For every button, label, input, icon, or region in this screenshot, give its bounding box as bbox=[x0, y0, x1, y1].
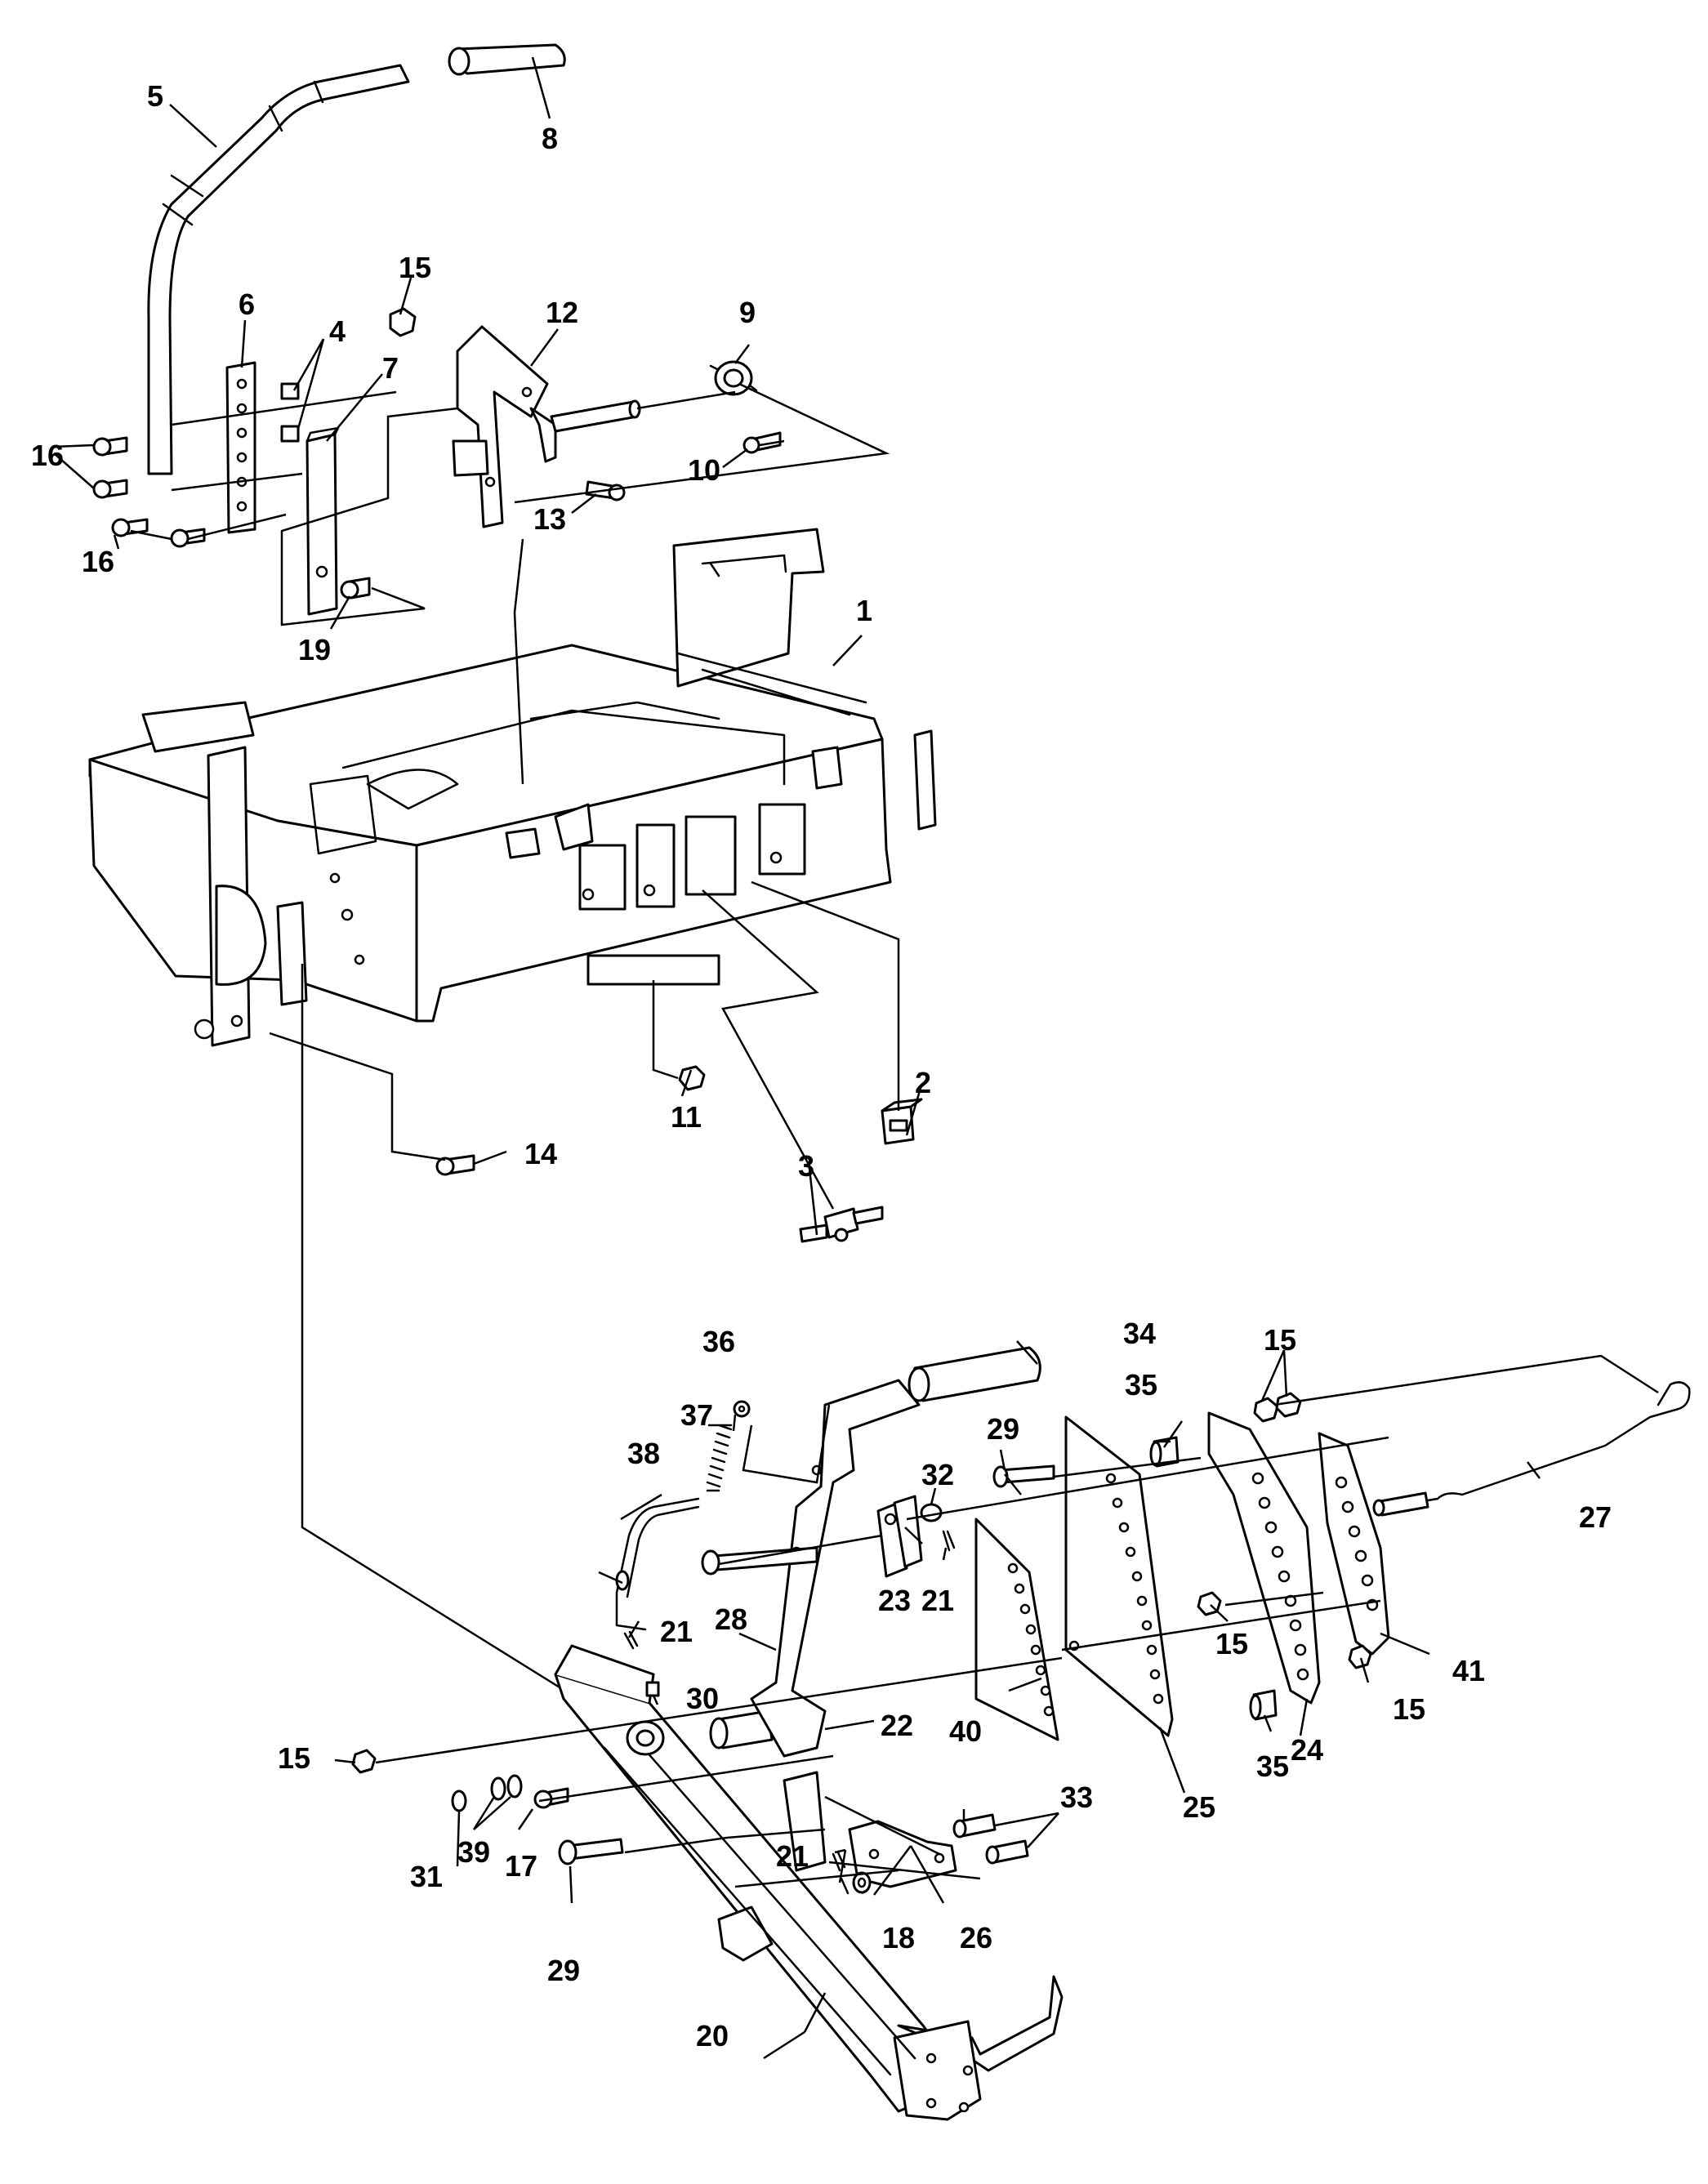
callout-8: 8 bbox=[542, 122, 558, 155]
spring-37 bbox=[706, 1424, 733, 1492]
clevis-23 bbox=[876, 1495, 923, 1578]
hex-nut-pair bbox=[280, 382, 300, 443]
callout-27: 27 bbox=[1579, 1500, 1612, 1534]
callout-1: 1 bbox=[856, 594, 872, 627]
hand-grip bbox=[448, 43, 566, 76]
bolts-16 bbox=[92, 436, 206, 548]
callout-6: 6 bbox=[239, 287, 255, 321]
callout-15-right: 15 bbox=[1393, 1692, 1425, 1726]
callout-21-bottom: 21 bbox=[776, 1839, 809, 1873]
callout-39: 39 bbox=[457, 1835, 490, 1869]
callout-30: 30 bbox=[686, 1682, 719, 1715]
callout-9: 9 bbox=[739, 296, 756, 329]
callout-35-top: 35 bbox=[1125, 1368, 1157, 1402]
handle-mount-plate bbox=[225, 361, 256, 534]
callout-34: 34 bbox=[1123, 1317, 1156, 1350]
callout-labels: 1 2 3 4 5 6 7 8 9 10 11 12 13 14 15 15 1… bbox=[31, 79, 1612, 2053]
nut-11 bbox=[678, 1065, 706, 1091]
callout-22: 22 bbox=[881, 1709, 913, 1742]
callout-16-lower: 16 bbox=[82, 545, 114, 578]
callout-32: 32 bbox=[921, 1458, 954, 1491]
callout-28: 28 bbox=[715, 1602, 747, 1636]
callout-pointers bbox=[53, 56, 1541, 2060]
callout-10: 10 bbox=[688, 453, 720, 487]
callout-12: 12 bbox=[546, 296, 578, 329]
selector-plate-24 bbox=[1207, 1411, 1321, 1705]
control-cable bbox=[1372, 1381, 1691, 1517]
selector-plate-40 bbox=[974, 1518, 1059, 1741]
callout-29-top: 29 bbox=[987, 1412, 1019, 1446]
callout-37: 37 bbox=[680, 1398, 713, 1432]
callout-2: 2 bbox=[915, 1066, 931, 1099]
washer-18 bbox=[852, 1871, 872, 1894]
callout-13: 13 bbox=[533, 502, 566, 536]
switch-2 bbox=[881, 1098, 923, 1145]
switch-3 bbox=[799, 1206, 884, 1243]
eyelet-36 bbox=[733, 1400, 751, 1418]
callout-4: 4 bbox=[329, 314, 346, 348]
washers bbox=[451, 1774, 523, 1812]
callout-21-left: 21 bbox=[660, 1615, 693, 1648]
callout-24: 24 bbox=[1291, 1733, 1323, 1767]
callout-20: 20 bbox=[696, 2019, 729, 2053]
nut-15-top bbox=[389, 307, 417, 337]
callout-15-left: 15 bbox=[278, 1741, 310, 1775]
callout-25: 25 bbox=[1183, 1790, 1215, 1824]
callout-7: 7 bbox=[382, 351, 399, 385]
spacers-35 bbox=[1149, 1436, 1278, 1721]
pivot-shaft bbox=[550, 399, 641, 433]
callout-31: 31 bbox=[410, 1860, 443, 1893]
assembly-leader-lines-lower bbox=[375, 1354, 1659, 1888]
lever-bracket bbox=[452, 325, 557, 528]
callout-17: 17 bbox=[505, 1849, 537, 1883]
pedal-pad bbox=[908, 1346, 1041, 1402]
callout-15-top: 15 bbox=[399, 251, 431, 284]
callout-23: 23 bbox=[878, 1584, 911, 1617]
callout-5: 5 bbox=[147, 79, 163, 113]
callout-38: 38 bbox=[627, 1437, 660, 1470]
pedal-arm bbox=[750, 1379, 921, 1872]
upright-bar bbox=[305, 426, 340, 616]
pin-19 bbox=[340, 577, 371, 599]
callout-14: 14 bbox=[524, 1137, 557, 1170]
callout-3: 3 bbox=[798, 1149, 814, 1183]
pivot-pin-22 bbox=[709, 1709, 774, 1749]
callout-33: 33 bbox=[1060, 1781, 1093, 1814]
grease-fitting-30 bbox=[645, 1681, 660, 1697]
pin-28 bbox=[701, 1546, 818, 1576]
main-frame bbox=[88, 528, 937, 1047]
assembly-leader-lines-upper bbox=[171, 382, 900, 1737]
selector-plate-25 bbox=[1064, 1415, 1174, 1737]
callout-40: 40 bbox=[949, 1714, 982, 1748]
callout-11: 11 bbox=[671, 1100, 702, 1134]
callout-19: 19 bbox=[298, 633, 331, 666]
pins-33 bbox=[952, 1813, 1029, 1865]
callout-16-upper: 16 bbox=[31, 439, 64, 472]
bolt-14 bbox=[435, 1154, 475, 1176]
nuts-15-lower bbox=[351, 1392, 1372, 1774]
callout-21-right: 21 bbox=[921, 1584, 954, 1617]
selector-plate-41 bbox=[1318, 1432, 1390, 1656]
callout-15-plates: 15 bbox=[1264, 1323, 1296, 1357]
callout-15-center: 15 bbox=[1215, 1627, 1248, 1660]
callout-35-bottom: 35 bbox=[1256, 1749, 1289, 1783]
bolt-10 bbox=[743, 431, 782, 454]
callout-41: 41 bbox=[1452, 1654, 1485, 1687]
handle-bar bbox=[147, 64, 410, 475]
nut-32 bbox=[920, 1503, 943, 1522]
linkage-rod-38 bbox=[615, 1497, 700, 1631]
callout-18: 18 bbox=[882, 1921, 915, 1954]
callout-29-bottom: 29 bbox=[547, 1954, 580, 1987]
callout-36: 36 bbox=[702, 1325, 735, 1358]
callout-26: 26 bbox=[960, 1921, 992, 1954]
